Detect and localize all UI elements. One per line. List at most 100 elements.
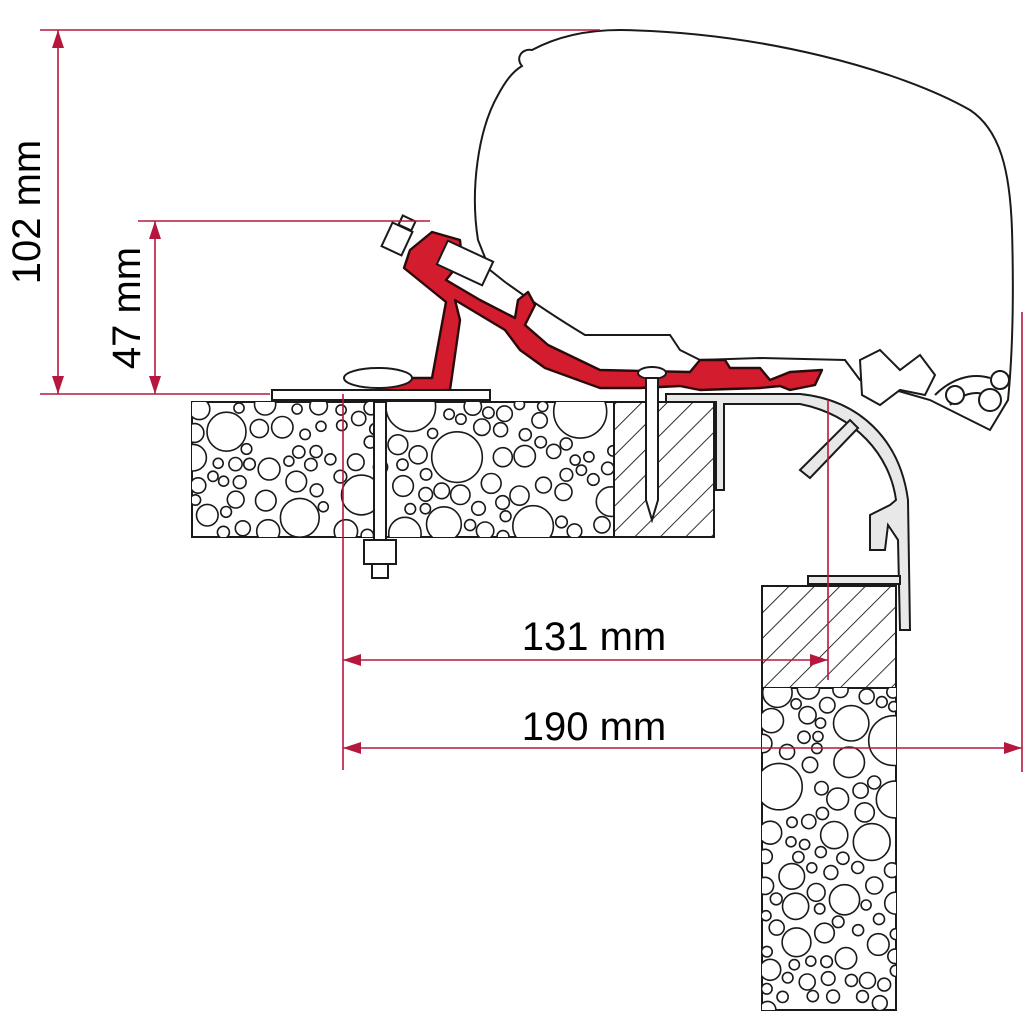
foam-bubble <box>419 502 432 515</box>
foam-bubble <box>769 892 783 906</box>
foam-bubble <box>475 521 495 537</box>
foam-bubble <box>492 421 509 438</box>
foam-bubble <box>534 435 548 449</box>
foam-bubble <box>463 402 483 416</box>
roof-bolt <box>271 367 491 579</box>
foam-bubble <box>449 484 471 506</box>
foam-bubble <box>404 502 417 516</box>
foam-bubble <box>335 419 348 432</box>
foam-bubble <box>192 402 211 421</box>
foam-bubble <box>270 415 294 439</box>
roof-panel <box>191 401 615 538</box>
foam-bubble <box>569 454 582 466</box>
foam-bubble <box>425 506 463 537</box>
foam-bubble <box>333 469 348 484</box>
foam-bubble <box>858 971 877 990</box>
foam-bubble <box>781 971 794 984</box>
foam-bubble <box>762 909 772 922</box>
foam-bubble <box>206 411 247 453</box>
outer-depth-label: 190 mm <box>522 705 667 749</box>
foam-bubble <box>823 864 839 881</box>
foam-bubble <box>419 467 433 481</box>
awning-cassette <box>473 28 1014 432</box>
foam-bubble <box>850 860 865 875</box>
foam-bubble <box>583 450 595 463</box>
foam-bubble <box>285 470 308 493</box>
foam-bubble <box>242 457 257 471</box>
foam-bubble <box>554 482 573 502</box>
foam-bubble <box>875 780 896 819</box>
foam-bubble <box>240 442 253 456</box>
foam-bubble <box>814 717 827 729</box>
foam-bubble <box>776 990 789 1004</box>
foam-bubble <box>192 443 208 472</box>
foam-bubble <box>192 494 202 506</box>
foam-bubble <box>335 404 347 416</box>
foam-bubble <box>299 428 312 441</box>
foam-bubble <box>762 876 775 896</box>
side-wall <box>761 585 897 1011</box>
foam-bubble <box>864 876 884 895</box>
foam-bubble <box>889 964 896 978</box>
foam-bubble <box>554 515 569 529</box>
foam-bubble <box>234 519 252 537</box>
foam-bubble <box>883 862 896 879</box>
foam-bubble <box>309 402 329 416</box>
foam-bubble <box>762 733 773 754</box>
foam-bubble <box>552 402 608 439</box>
foam-bubble <box>781 892 810 921</box>
foam-bubble <box>495 405 514 423</box>
foam-bubble <box>872 912 886 926</box>
foam-bubble <box>195 503 219 527</box>
foam-bubble <box>762 848 774 865</box>
foam-bubble <box>866 932 890 957</box>
foam-bubble <box>430 431 484 484</box>
foam-bubble <box>812 730 824 743</box>
foam-bubble <box>806 882 826 903</box>
foam-bubble <box>814 845 828 859</box>
foam-bubble <box>790 698 802 710</box>
foam-bubble <box>852 822 891 862</box>
foam-bubble <box>886 688 896 699</box>
foam-bubble <box>854 802 876 823</box>
foam-bubble <box>768 919 786 936</box>
foam-bubble <box>762 1000 777 1010</box>
foam-bubble <box>470 500 487 517</box>
foam-bubble <box>818 696 836 714</box>
foam-bubble <box>875 695 888 709</box>
foam-bubble <box>815 806 830 821</box>
foam-bubble <box>443 408 456 421</box>
foam-bubble <box>291 445 306 459</box>
foam-bubble <box>762 707 785 734</box>
foam-bubble <box>785 816 798 829</box>
foam-bubble <box>217 475 230 488</box>
foam-bubble <box>509 485 530 507</box>
foam-bubble <box>889 927 896 941</box>
foam-bubble <box>226 490 245 509</box>
foam-bubble <box>315 420 327 433</box>
foam-bubble <box>463 518 477 532</box>
foam-bubble <box>396 458 409 472</box>
foam-bubble <box>798 838 811 851</box>
foam-bubble <box>828 883 861 916</box>
foam-bubble <box>480 472 502 495</box>
foam-bubble <box>831 915 845 929</box>
foam-bubble <box>844 973 859 988</box>
bracket-height-label: 47 mm <box>105 247 149 369</box>
foam-bubble <box>387 516 422 537</box>
foam-bubble <box>291 403 303 415</box>
total-height-label: 102 mm <box>5 140 49 285</box>
foam-bubble <box>472 418 491 437</box>
foam-bubble <box>813 780 829 796</box>
foam-bubble <box>798 973 817 991</box>
foam-bubble <box>832 704 870 742</box>
foam-bubble <box>820 970 836 987</box>
foam-bubble <box>346 453 365 472</box>
foam-bubble <box>801 756 819 774</box>
foam-bubble <box>819 955 834 969</box>
foam-bubble <box>876 977 892 992</box>
foam-bubble <box>851 923 865 937</box>
foam-bubble <box>836 851 850 866</box>
foam-bubble <box>852 782 869 799</box>
foam-bubble <box>512 504 555 537</box>
